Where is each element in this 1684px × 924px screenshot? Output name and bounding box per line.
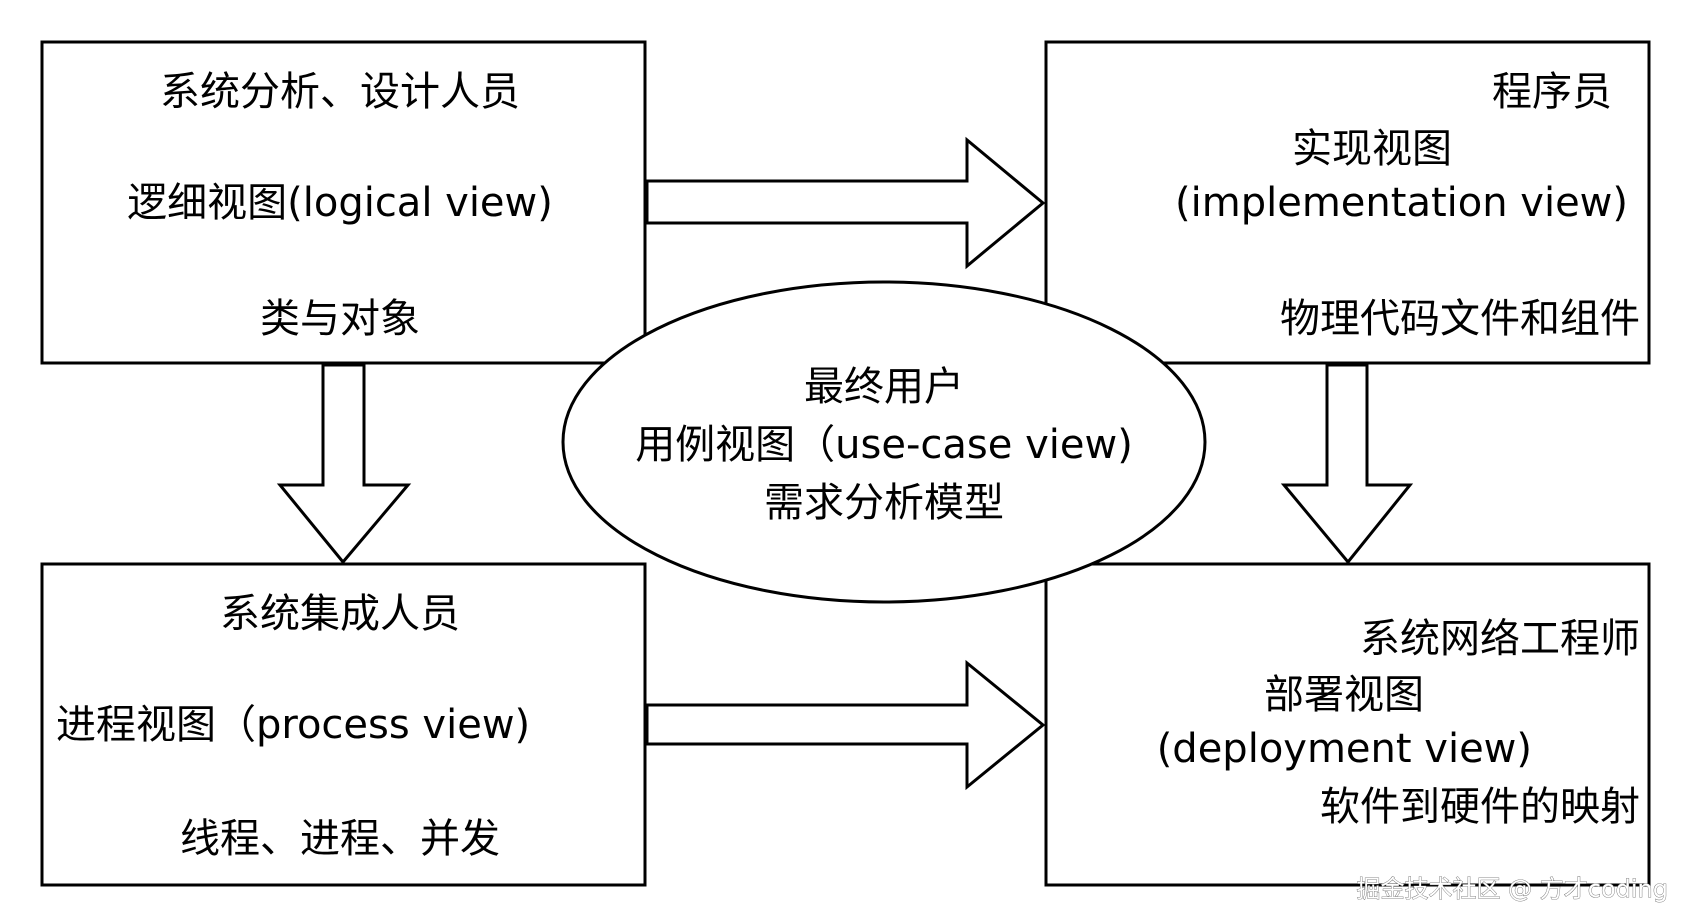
arrow-process-to-deployment [645,659,1046,791]
logical-view-title: 逻细视图(logical view) [127,180,553,226]
implementation-role-text: 程序员 [1492,69,1612,115]
deployment-content-text: 软件到硬件的映射 [1320,784,1640,830]
deployment-role-text: 系统网络工程师 [1360,616,1640,662]
logical-content-text: 类与对象 [260,296,420,342]
deployment-view-subtitle: (deployment view) [1157,726,1532,772]
arrow-implementation-to-deployment [1280,363,1414,565]
process-role-text: 系统集成人员 [220,591,460,637]
deployment-view-box [1044,562,1651,887]
usecase-view-title: 用例视图（use-case view) [635,422,1133,468]
watermark-text: 掘金技术社区 @ 方才coding [1357,875,1668,903]
implementation-content-text: 物理代码文件和组件 [1280,296,1640,342]
implementation-view-box [1044,40,1651,365]
process-view-box [40,562,647,887]
implementation-view-title: 实现视图 [1292,126,1452,172]
arrow-logical-to-process [276,363,412,565]
implementation-view-subtitle: (implementation view) [1175,180,1628,226]
deployment-view-title: 部署视图 [1264,672,1424,718]
usecase-content-text: 需求分析模型 [764,480,1004,526]
process-view-title: 进程视图（process view) [56,702,530,748]
usecase-view-ellipse [561,280,1207,604]
usecase-role-text: 最终用户 [804,364,964,410]
logical-view-box [40,40,647,365]
arrow-logical-to-implementation [645,136,1046,270]
logical-role-text: 系统分析、设计人员 [160,69,520,115]
process-content-text: 线程、进程、并发 [180,816,500,862]
